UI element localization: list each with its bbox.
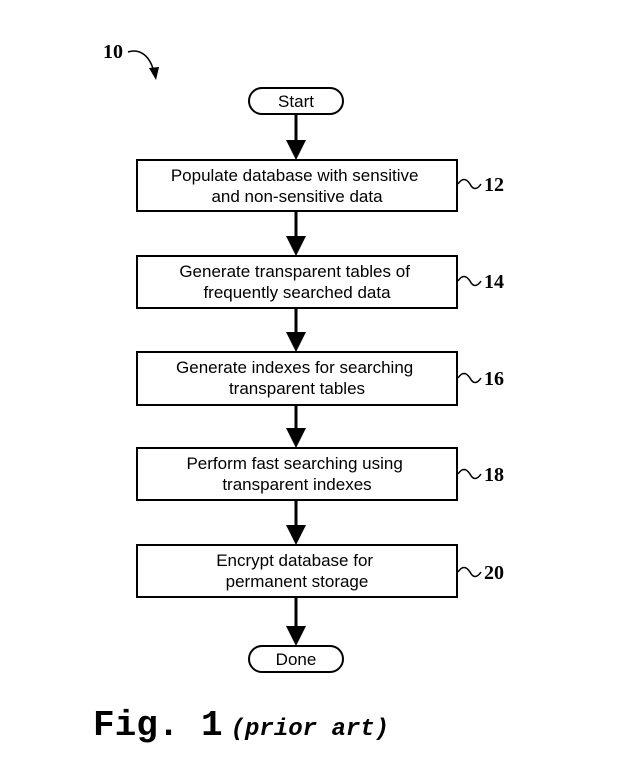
step-4-line-2: transparent indexes bbox=[222, 475, 371, 494]
step-3-leader bbox=[457, 372, 482, 384]
step-3-line-2: transparent tables bbox=[229, 379, 365, 398]
arrow-step-5-to-done bbox=[286, 597, 306, 646]
figure-number: Fig. 1 bbox=[93, 705, 223, 746]
connectors bbox=[286, 114, 306, 646]
step-1-leader bbox=[457, 178, 482, 190]
process-step-1: Populate database with sensitive and non… bbox=[136, 159, 504, 212]
arrow-step-1-to-step-2 bbox=[286, 211, 306, 256]
step-5-ref: 20 bbox=[484, 562, 504, 584]
arrow-step-2-to-step-3 bbox=[286, 308, 306, 352]
arrow-start-to-step-1 bbox=[286, 114, 306, 160]
arrow-step-3-to-step-4 bbox=[286, 405, 306, 448]
figure-qualifier: (prior art) bbox=[230, 716, 390, 743]
step-5-line-2: permanent storage bbox=[226, 572, 369, 591]
step-4-leader bbox=[457, 468, 482, 480]
svg-text:Perform fast searching using: Perform fast searching using transparent… bbox=[186, 454, 407, 494]
step-4-ref: 18 bbox=[484, 464, 504, 486]
flowchart-diagram: 10 Start bbox=[103, 41, 504, 673]
figure-ref-label: 10 bbox=[103, 41, 123, 63]
start-terminal: Start bbox=[248, 87, 344, 115]
process-step-4: Perform fast searching using transparent… bbox=[136, 447, 504, 501]
step-2-line-2: frequently searched data bbox=[203, 283, 391, 302]
step-1-ref: 12 bbox=[484, 174, 504, 196]
figure-caption: Fig. 1 (prior art) bbox=[93, 705, 389, 746]
step-3-line-1: Generate indexes for searching bbox=[176, 358, 413, 377]
process-step-2: Generate transparent tables of frequentl… bbox=[136, 255, 504, 309]
svg-text:Generate indexes for searching: Generate indexes for searching transpare… bbox=[176, 358, 418, 398]
svg-text:Encrypt database for p: Encrypt database for permanent storage bbox=[216, 551, 378, 591]
figure-ref-arrowhead bbox=[149, 67, 159, 80]
svg-text:Generate transparent tables of: Generate transparent tables of frequentl… bbox=[179, 262, 414, 302]
done-label: Done bbox=[276, 650, 317, 669]
start-label: Start bbox=[278, 92, 314, 111]
process-step-5: Encrypt database for permanent storage 2… bbox=[136, 544, 504, 598]
step-1-line-1: Populate database with sensitive bbox=[171, 166, 419, 185]
step-5-line-1: Encrypt database for bbox=[216, 551, 373, 570]
process-step-3: Generate indexes for searching transpare… bbox=[136, 351, 504, 406]
step-2-line-1: Generate transparent tables of bbox=[179, 262, 410, 281]
step-2-leader bbox=[457, 275, 482, 287]
step-4-line-1: Perform fast searching using bbox=[186, 454, 402, 473]
step-1-line-2: and non-sensitive data bbox=[211, 187, 383, 206]
arrow-step-4-to-step-5 bbox=[286, 500, 306, 545]
step-5-leader bbox=[457, 566, 482, 578]
step-3-ref: 16 bbox=[484, 368, 504, 390]
step-2-ref: 14 bbox=[484, 271, 504, 293]
svg-text:Populate database with sensiti: Populate database with sensitive and non… bbox=[171, 166, 423, 206]
done-terminal: Done bbox=[248, 645, 344, 673]
